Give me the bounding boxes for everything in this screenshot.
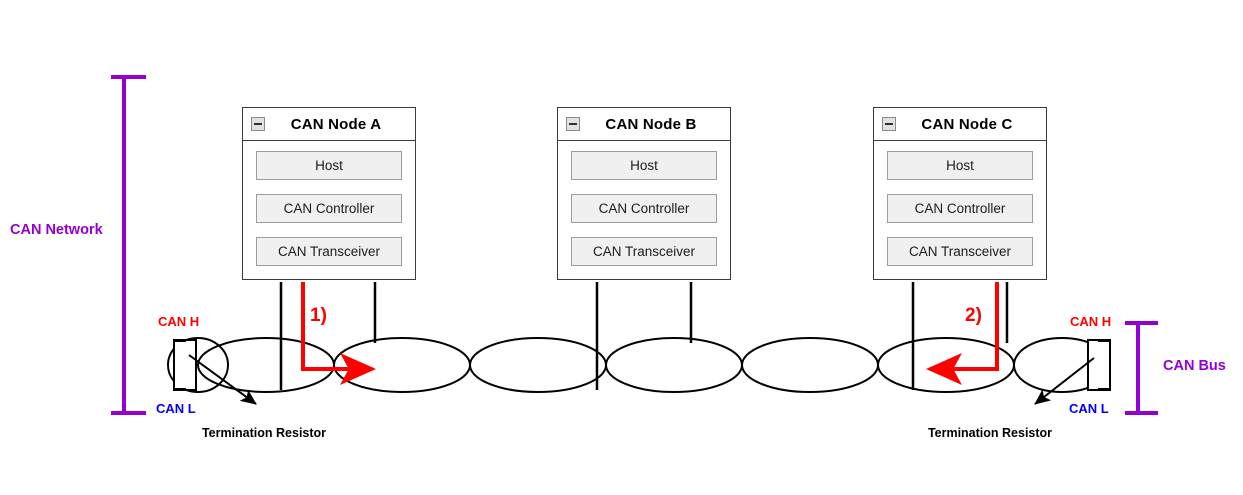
node-a-header: CAN Node A: [243, 108, 415, 141]
termination-resistor-right: [1087, 339, 1111, 391]
termination-resistor-label-right: Termination Resistor: [927, 426, 1053, 440]
flow-arrow-2: [926, 282, 999, 385]
node-c-body: Host CAN Controller CAN Transceiver: [874, 141, 1046, 266]
node-a-title: CAN Node A: [290, 115, 382, 133]
can-bus-twisted-pair: [167, 337, 1111, 393]
termination-resistor-left: [173, 339, 197, 391]
can-l-label-right: CAN L: [1069, 401, 1109, 416]
can-node-c[interactable]: CAN Node C Host CAN Controller CAN Trans…: [873, 107, 1047, 280]
can-l-label-left: CAN L: [156, 401, 196, 416]
node-a-body: Host CAN Controller CAN Transceiver: [243, 141, 415, 266]
termination-resistor-left-pointer: [188, 354, 257, 405]
can-bus-bracket: [1125, 321, 1158, 415]
can-network-bracket: [111, 75, 146, 415]
node-c-block-controller[interactable]: CAN Controller: [887, 194, 1033, 223]
flow-step-2-label: 2): [965, 305, 982, 326]
can-node-b[interactable]: CAN Node B Host CAN Controller CAN Trans…: [557, 107, 731, 280]
node-a-block-controller[interactable]: CAN Controller: [256, 194, 402, 223]
minus-square-icon[interactable]: [566, 117, 580, 131]
node-b-block-host[interactable]: Host: [571, 151, 717, 180]
node-a-block-host[interactable]: Host: [256, 151, 402, 180]
node-b-block-transceiver[interactable]: CAN Transceiver: [571, 237, 717, 266]
node-c-block-host[interactable]: Host: [887, 151, 1033, 180]
node-b-header: CAN Node B: [558, 108, 730, 141]
flow-arrow-1: [301, 282, 376, 385]
can-network-bracket-label: CAN Network: [10, 222, 103, 238]
node-c-header: CAN Node C: [874, 108, 1046, 141]
node-b-title: CAN Node B: [605, 115, 697, 133]
can-h-label-left: CAN H: [158, 314, 200, 329]
node-c-block-transceiver[interactable]: CAN Transceiver: [887, 237, 1033, 266]
node-b-block-controller[interactable]: CAN Controller: [571, 194, 717, 223]
minus-square-icon[interactable]: [251, 117, 265, 131]
minus-square-icon[interactable]: [882, 117, 896, 131]
node-a-bus-stubs: [279, 282, 377, 390]
node-c-bus-stubs: [911, 282, 1009, 390]
node-b-body: Host CAN Controller CAN Transceiver: [558, 141, 730, 266]
termination-resistor-label-left: Termination Resistor: [201, 426, 327, 440]
can-h-label-right: CAN H: [1070, 314, 1112, 329]
flow-step-1-label: 1): [310, 305, 327, 326]
node-a-block-transceiver[interactable]: CAN Transceiver: [256, 237, 402, 266]
can-node-a[interactable]: CAN Node A Host CAN Controller CAN Trans…: [242, 107, 416, 280]
node-b-bus-stubs: [595, 282, 693, 390]
node-c-title: CAN Node C: [921, 115, 1013, 133]
termination-resistor-right-pointer: [1034, 357, 1095, 405]
can-bus-bracket-label: CAN Bus: [1163, 358, 1226, 374]
